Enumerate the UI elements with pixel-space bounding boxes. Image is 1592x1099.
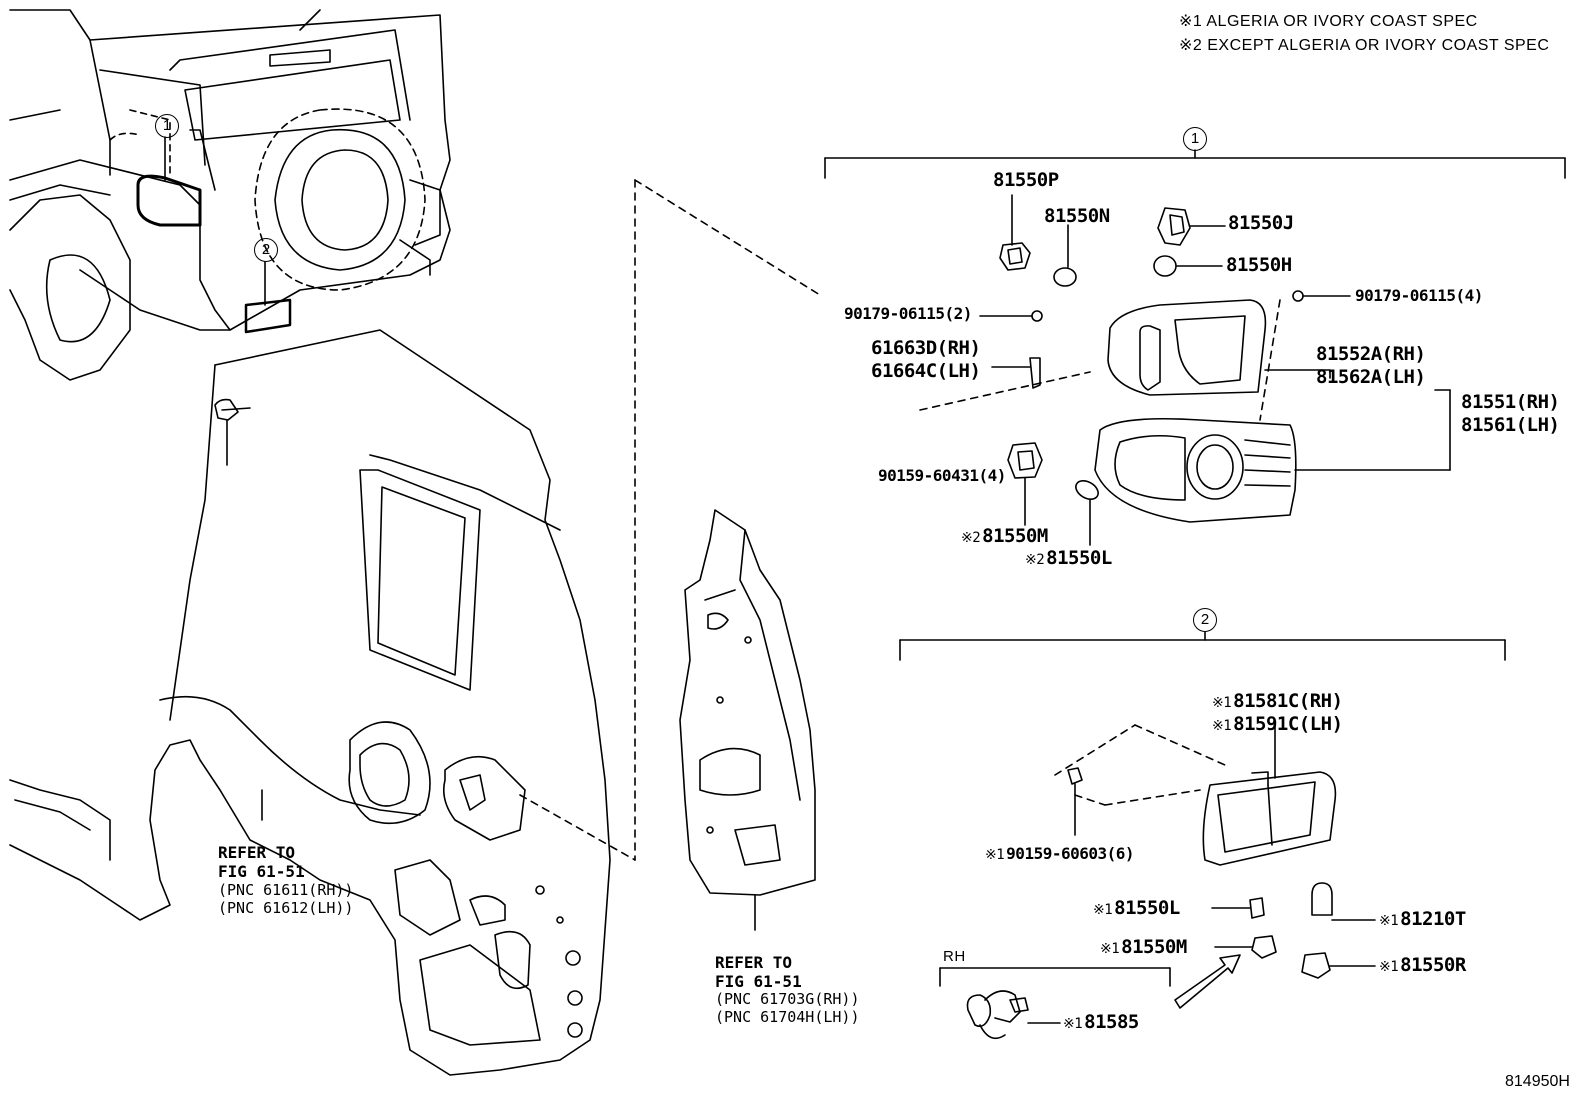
label-81562A: 81562A(LH)	[1316, 366, 1426, 388]
note-spec-1: ※1 ALGERIA OR IVORY COAST SPEC	[1179, 13, 1478, 30]
bracket-group-2	[899, 631, 1506, 661]
dashed-leaders	[519, 179, 1281, 861]
ref2-fig: FIG 61-51	[715, 972, 802, 991]
bracket-group-1	[824, 149, 1566, 179]
callout-2-group: 2	[1193, 608, 1217, 632]
callout-1-group: 1	[1183, 127, 1207, 151]
label-90159-60431: 90159-60431(4)	[878, 466, 1006, 485]
label-81551: 81551(RH)	[1461, 391, 1560, 413]
label-61663D: 61663D(RH)	[871, 337, 981, 359]
label-90179-06115-2: 90179-06115(2)	[844, 304, 972, 323]
label-81550J: 81550J	[1228, 212, 1294, 234]
ref1-pnc-lh: (PNC 61612(LH))	[218, 899, 354, 917]
quarter-panel	[9, 329, 611, 1076]
callout-2-vehicle: 2	[254, 238, 278, 262]
vehicle-rear-view	[9, 9, 451, 381]
label-81550H: 81550H	[1226, 254, 1292, 276]
label-81550N: 81550N	[1044, 205, 1110, 227]
ref2-title: REFER TO	[715, 953, 793, 972]
group2-parts	[939, 724, 1376, 1040]
ref2-pnc-lh: (PNC 61704H(LH))	[715, 1008, 860, 1026]
label-81552A: 81552A(RH)	[1316, 343, 1426, 365]
label-81550P: 81550P	[993, 169, 1059, 191]
diagram-code: 814950H	[1505, 1073, 1570, 1090]
callout-1-vehicle: 1	[155, 114, 179, 138]
label-rh: RH	[943, 948, 966, 965]
ref1-pnc-rh: (PNC 61611(RH))	[218, 881, 354, 899]
inner-pillar-panel	[679, 509, 816, 931]
ref1-title: REFER TO	[218, 843, 296, 862]
note-spec-2: ※2 EXCEPT ALGERIA OR IVORY COAST SPEC	[1179, 37, 1550, 54]
label-90179-06115-4: 90179-06115(4)	[1355, 286, 1483, 305]
label-61664C: 61664C(LH)	[871, 360, 981, 382]
group1-parts	[214, 194, 1451, 546]
ref1-fig: FIG 61-51	[218, 862, 305, 881]
label-81561: 81561(LH)	[1461, 414, 1560, 436]
ref2-pnc-rh: (PNC 61703G(RH))	[715, 990, 860, 1008]
